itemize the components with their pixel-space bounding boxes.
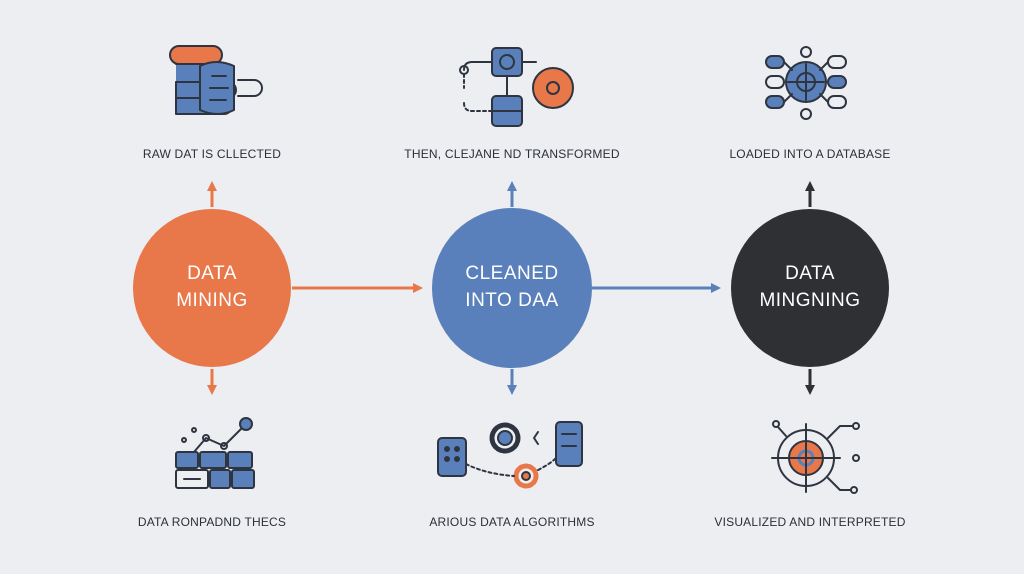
gears-algorithm-icon xyxy=(437,421,583,489)
workflow-flowchart-icon xyxy=(459,47,574,127)
label-top-2: THEN, CLEJANE ND TRANSFORMED xyxy=(404,147,620,161)
label-bottom-1: DATA RONPADND THECS xyxy=(137,515,287,529)
target-network-icon xyxy=(771,420,860,494)
circle-text-3: DATA MINGNING xyxy=(759,263,861,311)
stage-circle-data-mingning xyxy=(731,209,889,367)
database-network-icon xyxy=(765,46,847,120)
data-blocks-icon xyxy=(175,417,255,489)
stage-circle-data-mining xyxy=(133,209,291,367)
circle-text-1: DATA MINING xyxy=(176,263,248,311)
circle-text-2: CLEANED INTO DAA xyxy=(465,263,559,311)
label-top-1: RAW DAT IS CLLECTED xyxy=(142,147,282,161)
stacked-data-icon xyxy=(169,45,263,115)
label-top-3: LOADED INTO A DATABASE xyxy=(729,147,891,161)
label-bottom-2: ARIOUS DATA ALGORITHMS xyxy=(429,515,595,529)
stage-circle-cleaned xyxy=(432,208,592,368)
label-bottom-3: VISUALIZED AND INTERPRETED xyxy=(714,515,906,529)
